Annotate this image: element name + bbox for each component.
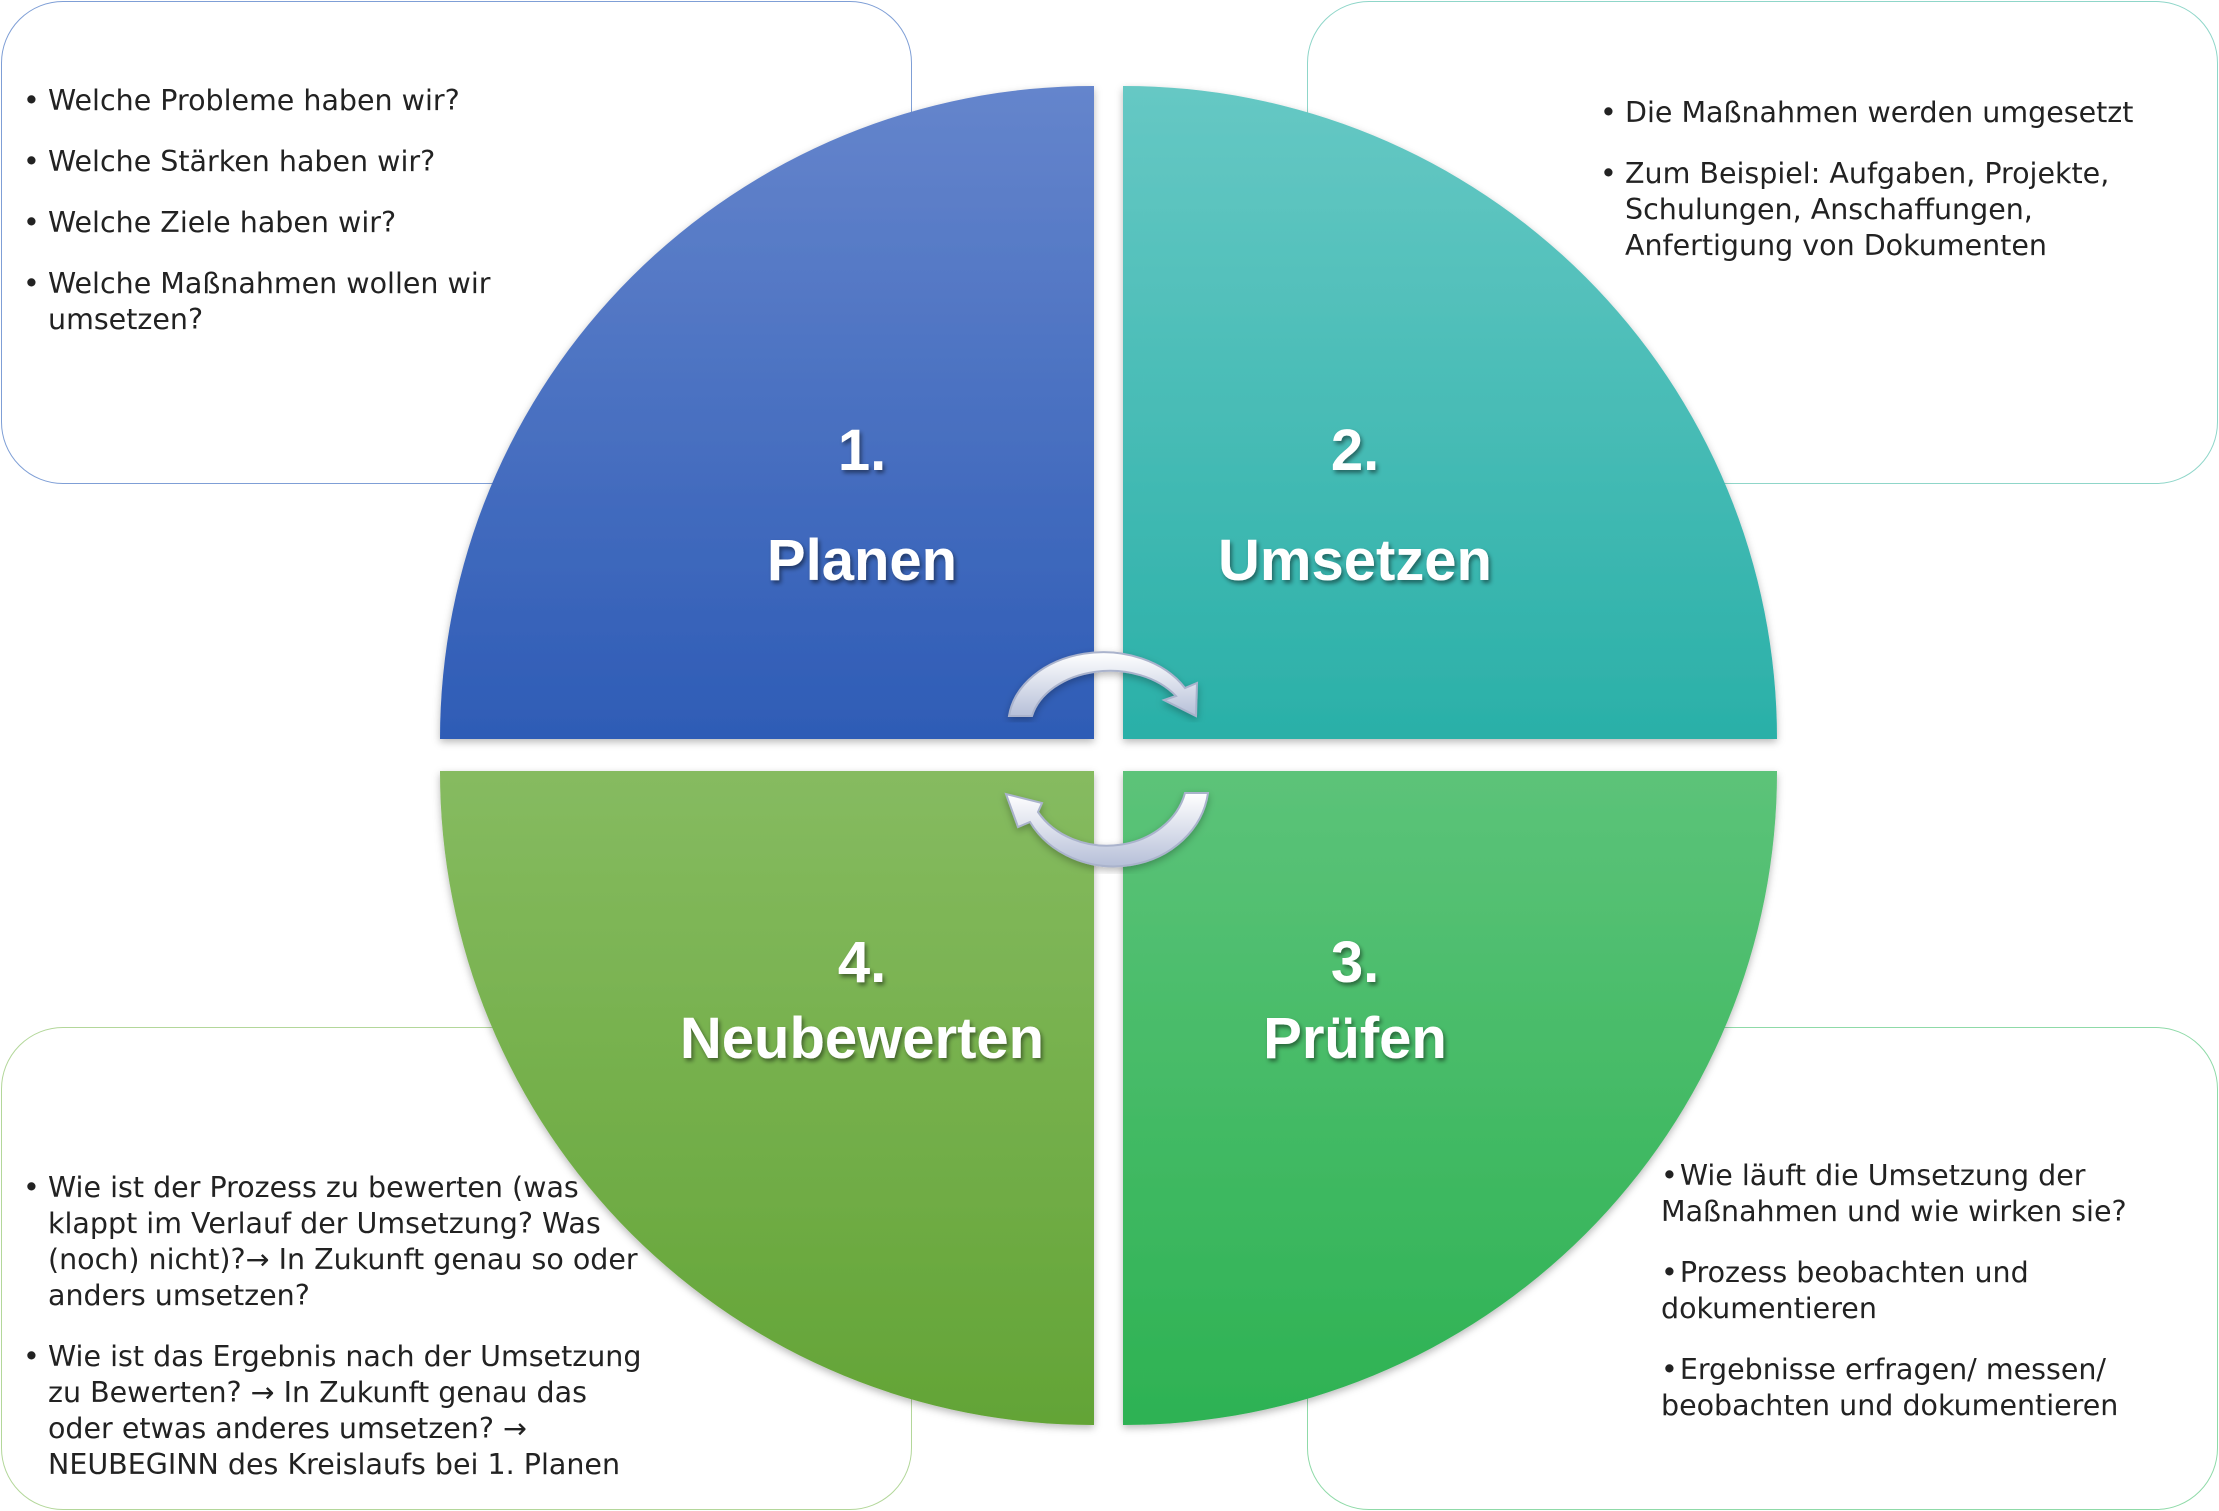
list-item: •Ergebnisse erfragen/ messen/ beobachten… <box>1661 1352 2171 1424</box>
list-item: Wie ist der Prozess zu bewerten (was kla… <box>23 1170 643 1314</box>
list-item-text: Wie läuft die Umsetzung der Maßnahmen un… <box>1661 1159 2127 1228</box>
umsetzen-title: Umsetzen <box>1218 528 1492 593</box>
list-item: Welche Probleme haben wir? <box>23 83 523 119</box>
list-item: Zum Beispiel: Aufgaben, Projekte, Schulu… <box>1600 156 2200 264</box>
list-item: Welche Maßnahmen wollen wir umsetzen? <box>23 266 523 338</box>
planen-title: Planen <box>767 528 957 593</box>
list-item: Welche Stärken haben wir? <box>23 144 523 180</box>
cycle-arrow-bottom <box>1004 792 1210 868</box>
neubewerten-question-list: Wie ist der Prozess zu bewerten (was kla… <box>23 1170 643 1508</box>
list-item: Welche Ziele haben wir? <box>23 205 523 241</box>
bullet-icon: • <box>1661 1353 1678 1386</box>
umsetzen-note-list: Die Maßnahmen werden umgesetzt Zum Beisp… <box>1600 95 2200 289</box>
list-item: Die Maßnahmen werden umgesetzt <box>1600 95 2200 131</box>
list-item-text: Ergebnisse erfragen/ messen/ beobachten … <box>1661 1353 2119 1422</box>
list-item: •Wie läuft die Umsetzung der Maßnahmen u… <box>1661 1158 2171 1230</box>
list-item: •Prozess beobachten und dokumentieren <box>1661 1255 2171 1327</box>
pruefen-number: 3. <box>1331 930 1379 995</box>
planen-question-list: Welche Probleme haben wir? Welche Stärke… <box>23 83 523 363</box>
list-item-text: Prozess beobachten und dokumentieren <box>1661 1256 2029 1325</box>
pruefen-title: Prüfen <box>1263 1006 1447 1071</box>
bullet-icon: • <box>1661 1159 1678 1192</box>
quadrant-umsetzen <box>1123 85 1777 740</box>
list-item: Wie ist das Ergebnis nach der Umsetzung … <box>23 1339 643 1483</box>
quadrant-neubewerten <box>439 771 1094 1426</box>
neubewerten-title: Neubewerten <box>680 1006 1044 1071</box>
quadrant-planen <box>440 85 1094 739</box>
planen-number: 1. <box>838 418 886 483</box>
cycle-arrow-top <box>1007 651 1199 718</box>
pruefen-note-list: •Wie läuft die Umsetzung der Maßnahmen u… <box>1661 1158 2171 1449</box>
quadrant-pruefen <box>1123 771 1778 1426</box>
neubewerten-number: 4. <box>838 930 886 995</box>
bullet-icon: • <box>1661 1256 1678 1289</box>
umsetzen-number: 2. <box>1331 418 1379 483</box>
